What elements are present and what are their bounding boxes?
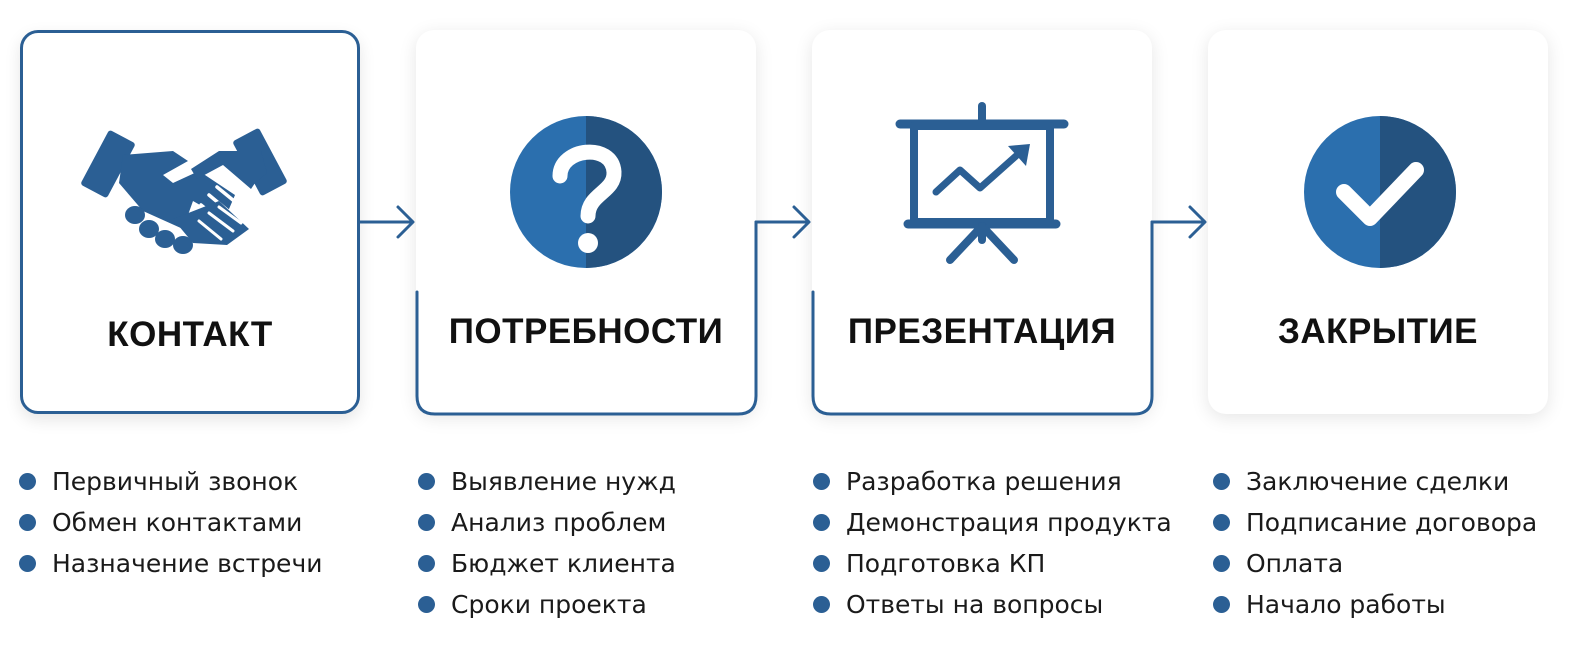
list-item: Разработка решения (812, 461, 1172, 502)
list-item: Начало работы (1212, 584, 1537, 625)
list-item: Ответы на вопросы (812, 584, 1172, 625)
stage-card-closing: ЗАКРЫТИЕ (1208, 30, 1548, 414)
list-item: Сроки проекта (417, 584, 676, 625)
stage-list-closing: Заключение сделки Подписание договора Оп… (1212, 461, 1537, 625)
stage-title: ПРЕЗЕНТАЦИЯ (847, 312, 1117, 351)
stage-card-contact: КОНТАКТ (20, 30, 360, 414)
bullet-icon (813, 473, 830, 490)
question-icon (510, 116, 662, 268)
list-item: Заключение сделки (1212, 461, 1537, 502)
list-item: Демонстрация продукта (812, 502, 1172, 543)
stage-card-presentation: ПРЕЗЕНТАЦИЯ (812, 30, 1152, 414)
list-item: Обмен контактами (18, 502, 322, 543)
list-item: Подписание договора (1212, 502, 1537, 543)
bullet-icon (418, 514, 435, 531)
presentation-board-icon (895, 102, 1069, 264)
list-item: Первичный звонок (18, 461, 322, 502)
stage-list-needs: Выявление нужд Анализ проблем Бюджет кли… (417, 461, 676, 625)
bullet-icon (418, 555, 435, 572)
bullet-icon (1213, 514, 1230, 531)
bullet-icon (418, 596, 435, 613)
stage-list-presentation: Разработка решения Демонстрация продукта… (812, 461, 1172, 625)
stage-list-contact: Первичный звонок Обмен контактами Назнач… (18, 461, 322, 584)
bullet-icon (1213, 555, 1230, 572)
bullet-icon (813, 555, 830, 572)
checkmark-icon (1304, 116, 1456, 268)
bullet-icon (813, 596, 830, 613)
bullet-icon (813, 514, 830, 531)
list-item: Бюджет клиента (417, 543, 676, 584)
handshake-icon (81, 128, 287, 254)
bullet-icon (418, 473, 435, 490)
list-item: Подготовка КП (812, 543, 1172, 584)
list-item: Анализ проблем (417, 502, 676, 543)
bullet-icon (19, 555, 36, 572)
list-item: Выявление нужд (417, 461, 676, 502)
bullet-icon (1213, 473, 1230, 490)
list-item: Назначение встречи (18, 543, 322, 584)
stage-card-needs: ПОТРЕБНОСТИ (416, 30, 756, 414)
bullet-icon (19, 473, 36, 490)
stage-title: ЗАКРЫТИЕ (1277, 312, 1479, 351)
arrow-icon-3 (1188, 205, 1207, 239)
stage-title: ПОТРЕБНОСТИ (448, 312, 724, 351)
bullet-icon (19, 514, 36, 531)
list-item: Оплата (1212, 543, 1537, 584)
arrow-icon-2 (792, 205, 811, 239)
arrow-icon-1 (396, 205, 415, 239)
bullet-icon (1213, 596, 1230, 613)
stage-title: КОНТАКТ (107, 315, 273, 354)
